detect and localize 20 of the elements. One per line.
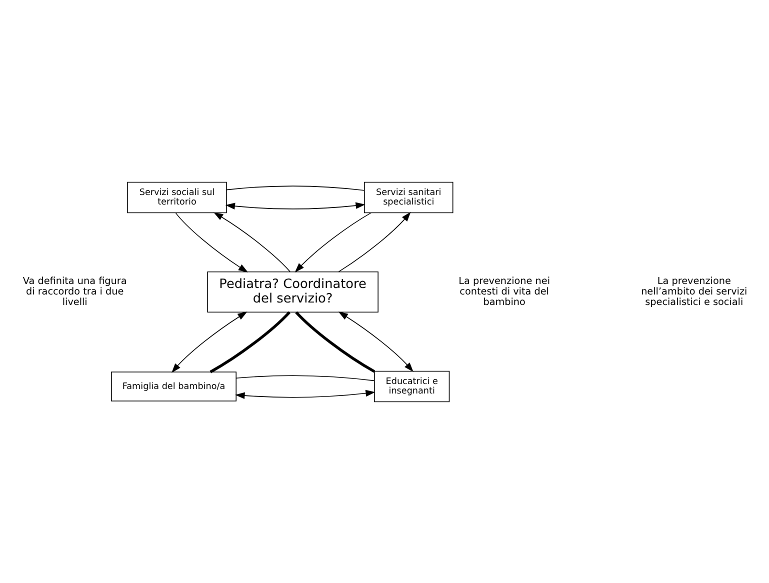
node-box: Famiglia del bambino/a (111, 371, 237, 401)
node-box: Educatrici e insegnanti (374, 370, 450, 402)
arrow (338, 211, 411, 272)
arrow (172, 311, 248, 372)
node-box: Pediatra? Coordinatore del servizio? (207, 271, 378, 312)
arrow (214, 212, 290, 272)
arrow (225, 202, 366, 209)
arrow (175, 212, 248, 272)
arrow (338, 311, 414, 372)
connector (210, 310, 290, 373)
node-box: Servizi sanitari specialistici (364, 181, 454, 213)
label: La prevenzione nell’ambito dei servizi specialistici e sociali (641, 276, 748, 308)
label: La prevenzione nei contesti di vita del bambino (458, 276, 550, 308)
arrow (235, 389, 376, 398)
connector (226, 185, 365, 190)
node-box: Servizi sociali sul territorio (127, 181, 227, 213)
connector (236, 374, 375, 381)
arrow (294, 212, 372, 272)
connector (295, 310, 376, 372)
label: Va definita una figura di raccordo tra i due livelli (22, 276, 127, 308)
